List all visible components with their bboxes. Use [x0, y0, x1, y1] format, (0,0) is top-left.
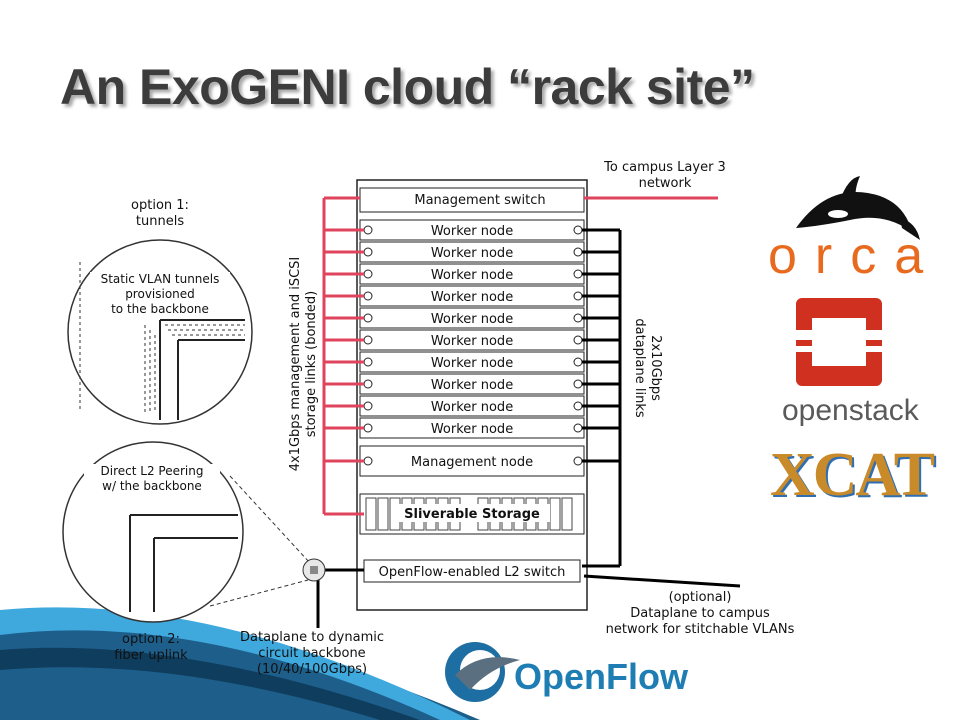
zoom-lines [209, 475, 311, 607]
slide-title: An ExoGENI cloud “rack site” [60, 59, 755, 115]
management-switch-box [359, 187, 585, 213]
openstack-logo-word: openstack [782, 394, 919, 427]
xcat-logo-text: XCAT [770, 441, 935, 509]
management-switch-label: Management switch [414, 193, 545, 208]
worker-node: Worker node [359, 351, 585, 373]
openflow-logo-swirl [445, 642, 520, 702]
worker-node-label: Worker node [431, 290, 513, 305]
worker-node: Worker node [359, 417, 585, 439]
worker-node: Worker node [359, 307, 585, 329]
option1-label: option 1: tunnels [131, 198, 189, 229]
worker-node: Worker node [359, 285, 585, 307]
corner-swoosh-decoration [0, 607, 480, 720]
openflow-logo-text: OpenFlow [514, 656, 688, 697]
management-links-label: 4x1Gbps management and iSCSI storage lin… [288, 256, 319, 472]
worker-node-label: Worker node [431, 268, 513, 283]
worker-node: Worker node [359, 395, 585, 417]
worker-node-label: Worker node [431, 378, 513, 393]
optional-dataplane-label: (optional) Dataplane to campus network f… [605, 590, 795, 637]
red-management-links [322, 196, 718, 516]
management-node-label: Management node [411, 455, 533, 470]
dataplane-links-label: 2x10Gbps dataplane links [632, 318, 663, 418]
worker-node: Worker node [359, 373, 585, 395]
option1-circle-label: Static VLAN tunnels provisioned to the b… [90, 272, 230, 317]
option2-label: option 2: fiber uplink [114, 632, 188, 663]
option1-circle [67, 239, 253, 425]
worker-node-label: Worker node [431, 224, 513, 239]
l2-switch-label: OpenFlow-enabled L2 switch [379, 565, 566, 580]
option2-circle-label: Direct L2 Peering w/ the backbone [84, 464, 220, 494]
worker-node: Worker node [359, 263, 585, 285]
worker-node-label: Worker node [431, 422, 513, 437]
campus-l3-label: To campus Layer 3 network [604, 160, 726, 191]
worker-node-label: Worker node [431, 334, 513, 349]
worker-node: Worker node [359, 219, 585, 241]
worker-node-label: Worker node [431, 312, 513, 327]
orca-logo-text: orca [768, 227, 942, 285]
management-node-box [359, 445, 585, 477]
worker-node-label: Worker node [431, 246, 513, 261]
black-dataplane-links [316, 228, 741, 628]
worker-node-rows: Worker node Worker node Worker node Work… [359, 219, 585, 439]
orca-logo-whale [796, 176, 920, 240]
dynamic-circuit-label: Dataplane to dynamic circuit backbone (1… [240, 630, 384, 677]
worker-node: Worker node [359, 329, 585, 351]
openstack-logo-mark [796, 298, 882, 386]
worker-node-label: Worker node [431, 356, 513, 371]
storage-label: Sliverable Storage [404, 507, 540, 522]
worker-node-label: Worker node [431, 400, 513, 415]
openstack-logo-text: openstack [782, 394, 919, 428]
worker-node: Worker node [359, 241, 585, 263]
